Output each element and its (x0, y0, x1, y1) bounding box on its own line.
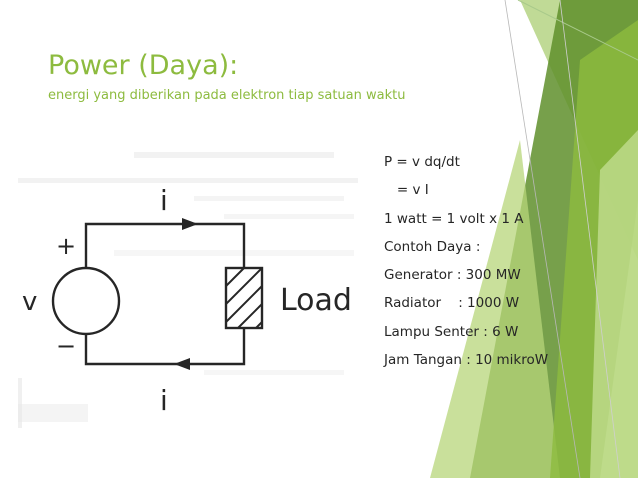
thin-line-2 (504, 0, 581, 478)
current-label-top: i (160, 184, 168, 217)
content-line: Lampu Senter : 6 W (384, 323, 519, 340)
thin-line-1 (517, 0, 638, 61)
green-facet-light (430, 140, 560, 478)
content-line: Jam Tangan : 10 mikroW (384, 352, 549, 369)
content-line: Contoh Daya : (384, 238, 481, 255)
plus-sign: + (56, 232, 76, 260)
voltage-source (51, 266, 121, 336)
circuit-diagram: + − v i i Load (18, 152, 358, 428)
minus-sign: − (56, 332, 76, 360)
content-line: 1 watt = 1 volt x 1 A (384, 210, 524, 227)
thin-line-3 (559, 0, 621, 478)
slide-subtitle: energi yang diberikan pada elektron tiap… (48, 88, 406, 103)
green-facet-pale (590, 130, 638, 478)
load-resistor (224, 266, 264, 330)
circuit-wires (84, 222, 246, 366)
content-line: P = v dq/dt (384, 154, 460, 170)
current-arrow-bottom (174, 358, 190, 370)
load-label: Load (280, 283, 352, 318)
power-formula-list: P = v dq/dt = v I 1 watt = 1 volt x 1 A … (384, 148, 548, 374)
content-line: Generator : 300 MW (384, 267, 521, 284)
content-line: = v I (384, 182, 429, 199)
slide-title: Power (Daya): (48, 50, 239, 81)
voltage-label: v (22, 287, 37, 317)
current-arrow-top (182, 218, 198, 230)
scan-noise (18, 152, 358, 428)
content-line: Radiator : 1000 W (384, 295, 520, 312)
current-label-bottom: i (160, 384, 168, 417)
